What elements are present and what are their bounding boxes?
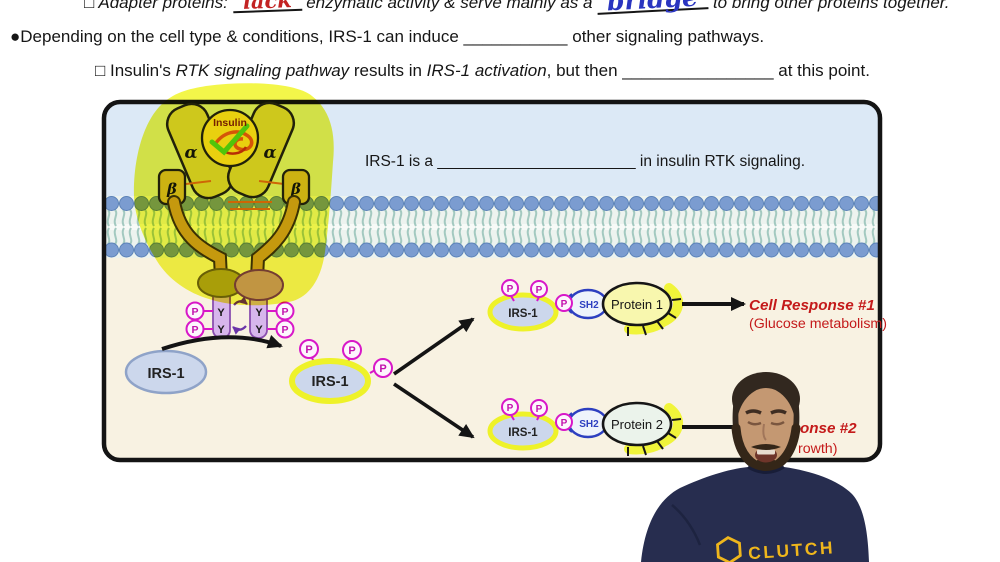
line1-lead: Adapter proteins: [98, 0, 233, 12]
panel-border [101, 99, 883, 463]
phosphate-label: P [379, 363, 386, 375]
phosphate-label: P [536, 404, 543, 415]
response2-title-partial: onse #2 [800, 420, 857, 437]
irs1-label: IRS-1 [508, 427, 538, 439]
chin-beard [753, 458, 779, 474]
diagram-caption: IRS-1 is a _______________________ in in… [365, 153, 805, 170]
clutch-logo-text: CLUTCH [747, 537, 835, 562]
ray-ticks [627, 298, 682, 336]
branch-protein1: IRS-1 SH2 Protein 1 P P P Cell Response … [487, 279, 887, 336]
line3-seg1: Insulin's [110, 61, 176, 80]
branch-protein2: IRS-1 SH2 Protein 2 P P P onse #2 rowth) [487, 398, 857, 457]
line1-mid: enzymatic activity & serve mainly as a [301, 0, 598, 12]
line3-blank: ________________ [622, 61, 774, 80]
ray-ticks [627, 418, 682, 456]
irs1-flow: IRS-1 IRS-1 P P P [124, 317, 475, 439]
irs1-activated: IRS-1 P P P [289, 339, 393, 404]
nose [762, 423, 767, 441]
phosphate-label: P [507, 403, 514, 414]
line2-tail: other signaling pathways. [567, 27, 765, 46]
line1-tail: to bring other proteins together. [708, 0, 950, 12]
phosphate-label: P [281, 306, 288, 318]
cross-phosphorylation-arrow [232, 325, 247, 335]
phosphate-label: P [281, 324, 288, 336]
line3-seg5: , but then [546, 61, 623, 80]
clutch-logo: CLUTCH [716, 536, 836, 562]
phosphate-label: P [507, 284, 514, 295]
line2-blank: ___________ [463, 27, 568, 46]
square-bullet-icon: □ [95, 61, 110, 80]
notes-line-adapter-proteins: □ Adapter proteins: lack enzymatic activ… [84, 0, 950, 16]
collar [747, 465, 785, 474]
line3-irs1-italic: IRS-1 activation [426, 61, 547, 80]
hexagon-icon [716, 536, 742, 562]
mustache [751, 444, 781, 450]
shirt-fold [671, 504, 702, 546]
fork-arrow-top [392, 317, 475, 376]
response1-subtitle: (Glucose metabolism) [749, 316, 887, 332]
tyrosine-label: Y [217, 324, 225, 336]
line2-text: Depending on the cell type & conditions,… [20, 27, 464, 46]
line3-seg6: at this point. [773, 61, 870, 80]
activation-arrow [161, 335, 283, 351]
sh2-label: SH2 [579, 300, 599, 311]
notes-line-depending: ●Depending on the cell type & conditions… [10, 27, 764, 47]
highlighter-mark [133, 83, 334, 306]
dot-bullet-icon: ● [10, 27, 21, 46]
phosphate-label: P [561, 299, 568, 310]
tyrosine-label: Y [217, 307, 225, 319]
sh2-label: SH2 [579, 419, 599, 430]
phosphate-label: P [305, 344, 312, 356]
eye-left-closed [747, 420, 762, 426]
irs1-label: IRS-1 [147, 366, 184, 382]
irs1-inactive [124, 349, 208, 395]
eyebrow-right [770, 409, 787, 415]
irs1-label: IRS-1 [311, 374, 348, 390]
line3-rtk-italic: RTK signaling pathway [175, 61, 350, 80]
phosphate-label: P [191, 306, 198, 318]
notes-line-insulin-rtk: □ Insulin's RTK signaling pathway result… [95, 61, 870, 81]
phosphate-label: P [191, 324, 198, 336]
irs1-label: IRS-1 [508, 308, 538, 320]
phosphate-label: P [561, 418, 568, 429]
protein2-label: Protein 2 [611, 417, 663, 432]
line3-seg3: results in [349, 61, 427, 80]
tyrosine-label: Y [255, 324, 263, 336]
phosphate-label: P [536, 285, 543, 296]
face [736, 388, 796, 472]
receptor-phosphates [185, 301, 295, 339]
fork-arrow-bottom [392, 382, 475, 439]
protein1-label: Protein 1 [611, 297, 663, 312]
eye-right-closed [770, 420, 785, 426]
protein2-oval [601, 401, 673, 447]
square-bullet-icon: □ [84, 0, 99, 12]
webcam-presenter: CLUTCH [641, 372, 869, 562]
phosphate-label: P [348, 345, 355, 357]
response2-subtitle-partial: rowth) [798, 441, 837, 457]
eyebrow-left [745, 409, 762, 415]
protein1-oval [601, 281, 673, 327]
teeth [757, 449, 775, 455]
response1-title: Cell Response #1 [749, 297, 875, 314]
tyrosine-label: Y [255, 307, 263, 319]
